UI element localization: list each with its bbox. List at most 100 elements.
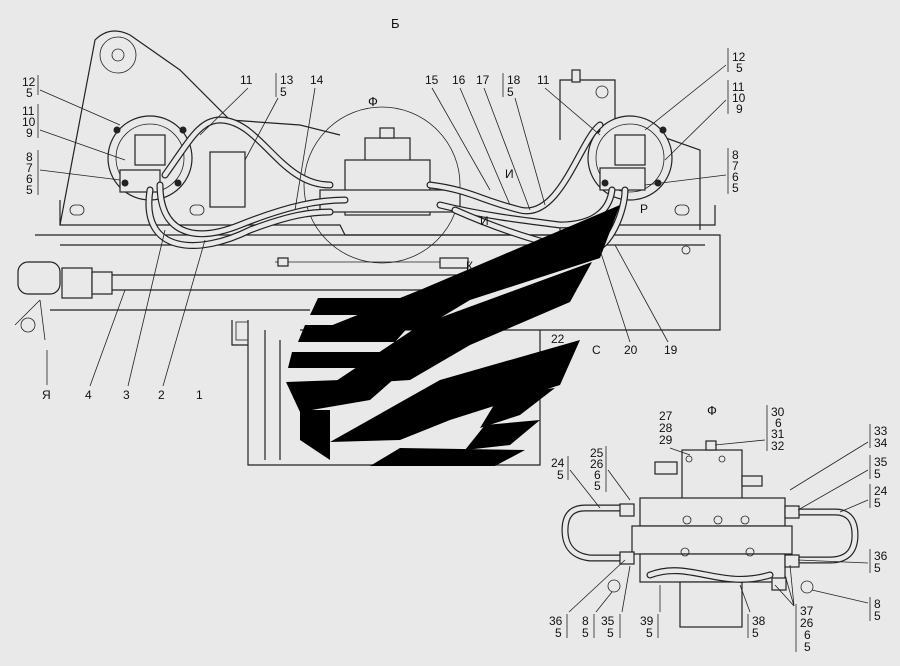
svg-text:17: 17 bbox=[476, 73, 490, 87]
svg-text:5: 5 bbox=[752, 626, 759, 640]
svg-text:6: 6 bbox=[732, 170, 739, 184]
svg-text:5: 5 bbox=[26, 183, 33, 197]
svg-text:5: 5 bbox=[646, 626, 653, 640]
svg-text:20: 20 bbox=[624, 343, 638, 357]
view-letter-B: Б bbox=[391, 16, 400, 31]
left-valve-block bbox=[209, 151, 246, 208]
svg-text:30: 30 bbox=[771, 405, 785, 419]
svg-text:5: 5 bbox=[607, 626, 614, 640]
svg-text:27: 27 bbox=[659, 409, 673, 423]
svg-text:18: 18 bbox=[507, 73, 521, 87]
svg-text:6: 6 bbox=[775, 416, 782, 430]
svg-text:9: 9 bbox=[26, 126, 33, 140]
central-distributor bbox=[319, 127, 461, 216]
svg-text:29: 29 bbox=[659, 433, 673, 447]
svg-text:10: 10 bbox=[732, 91, 746, 105]
svg-text:11: 11 bbox=[537, 73, 550, 87]
svg-text:36: 36 bbox=[549, 614, 563, 628]
detail-title: Ф bbox=[707, 403, 717, 418]
svg-text:7: 7 bbox=[26, 161, 33, 175]
stylized-wings-logo bbox=[286, 205, 620, 466]
svg-text:К: К bbox=[466, 259, 473, 273]
svg-text:28: 28 bbox=[659, 421, 673, 435]
svg-text:5: 5 bbox=[26, 86, 33, 100]
svg-text:16: 16 bbox=[452, 73, 466, 87]
svg-text:Р: Р bbox=[640, 202, 648, 216]
svg-text:26: 26 bbox=[800, 616, 814, 630]
svg-text:11: 11 bbox=[240, 73, 253, 87]
svg-text:11: 11 bbox=[22, 104, 35, 118]
svg-text:34: 34 bbox=[874, 436, 888, 450]
detail-callouts: 27 28 29 30 6 31 32 25 26 6 5 24 5 33 34 bbox=[549, 405, 888, 654]
svg-text:С: С bbox=[592, 343, 601, 357]
svg-text:35: 35 bbox=[601, 614, 615, 628]
svg-text:32: 32 bbox=[771, 439, 785, 453]
svg-text:5: 5 bbox=[874, 467, 881, 481]
svg-text:35: 35 bbox=[874, 455, 888, 469]
hoses bbox=[145, 116, 629, 254]
svg-text:37: 37 bbox=[800, 604, 814, 618]
detail-view-F: Ф 27 28 29 bbox=[549, 403, 888, 654]
detail-letter-F-main: Ф bbox=[368, 94, 378, 109]
svg-text:13: 13 bbox=[280, 73, 294, 87]
svg-text:4: 4 bbox=[85, 388, 92, 402]
svg-text:5: 5 bbox=[557, 468, 564, 482]
svg-text:8: 8 bbox=[26, 150, 33, 164]
svg-text:5: 5 bbox=[736, 61, 743, 75]
right-hydraulic-motor bbox=[587, 115, 673, 201]
right-motor-callouts: 12 5 11 10 9 8 7 6 5 bbox=[644, 48, 746, 195]
svg-text:7: 7 bbox=[732, 159, 739, 173]
svg-text:11: 11 bbox=[732, 80, 745, 94]
svg-text:5: 5 bbox=[594, 479, 601, 493]
svg-text:5: 5 bbox=[732, 181, 739, 195]
svg-text:8: 8 bbox=[874, 597, 881, 611]
bracket-hole bbox=[99, 36, 137, 74]
svg-text:31: 31 bbox=[771, 427, 785, 441]
left-mount-bracket bbox=[59, 30, 341, 226]
svg-text:5: 5 bbox=[555, 626, 562, 640]
svg-text:5: 5 bbox=[874, 496, 881, 510]
svg-text:33: 33 bbox=[874, 424, 888, 438]
main-view-labels: Б Ф 12 5 11 10 9 8 7 6 5 12 5 11 10 9 bbox=[22, 16, 746, 402]
svg-text:2: 2 bbox=[158, 388, 165, 402]
bottom-callouts: 4 3 2 1 22 20 19 bbox=[46, 229, 678, 402]
svg-text:Я: Я bbox=[42, 388, 51, 402]
svg-text:14: 14 bbox=[310, 73, 324, 87]
detail-circle-F bbox=[303, 106, 461, 264]
svg-text:24: 24 bbox=[551, 456, 565, 470]
svg-text:5: 5 bbox=[804, 640, 811, 654]
svg-text:И: И bbox=[480, 214, 489, 228]
top-callouts: 11 13 5 14 15 16 17 18 5 11 bbox=[199, 73, 601, 211]
svg-text:25: 25 bbox=[590, 446, 604, 460]
svg-text:5: 5 bbox=[582, 626, 589, 640]
svg-text:26: 26 bbox=[590, 457, 604, 471]
svg-text:36: 36 bbox=[874, 549, 888, 563]
right-mount-bracket bbox=[559, 79, 701, 230]
svg-text:5: 5 bbox=[507, 85, 514, 99]
svg-text:5: 5 bbox=[874, 561, 881, 575]
main-assembly-view bbox=[14, 30, 721, 466]
svg-text:12: 12 bbox=[22, 75, 36, 89]
svg-text:6: 6 bbox=[26, 172, 33, 186]
svg-text:1: 1 bbox=[196, 388, 203, 402]
left-cylinder bbox=[14, 261, 470, 341]
svg-text:10: 10 bbox=[22, 115, 36, 129]
svg-text:5: 5 bbox=[874, 609, 881, 623]
svg-text:24: 24 bbox=[874, 484, 888, 498]
svg-text:9: 9 bbox=[736, 102, 743, 116]
svg-text:19: 19 bbox=[664, 343, 678, 357]
svg-text:6: 6 bbox=[804, 628, 811, 642]
svg-text:3: 3 bbox=[123, 388, 130, 402]
svg-text:8: 8 bbox=[732, 148, 739, 162]
svg-text:39: 39 bbox=[640, 614, 654, 628]
svg-text:6: 6 bbox=[594, 468, 601, 482]
svg-text:15: 15 bbox=[425, 73, 439, 87]
svg-text:12: 12 bbox=[732, 50, 746, 64]
svg-text:22: 22 bbox=[551, 332, 565, 346]
left-motor-callouts: 12 5 11 10 9 8 7 6 5 bbox=[22, 75, 126, 197]
svg-text:38: 38 bbox=[752, 614, 766, 628]
svg-text:8: 8 bbox=[582, 614, 589, 628]
svg-text:5: 5 bbox=[280, 85, 287, 99]
svg-text:И: И bbox=[505, 167, 514, 181]
